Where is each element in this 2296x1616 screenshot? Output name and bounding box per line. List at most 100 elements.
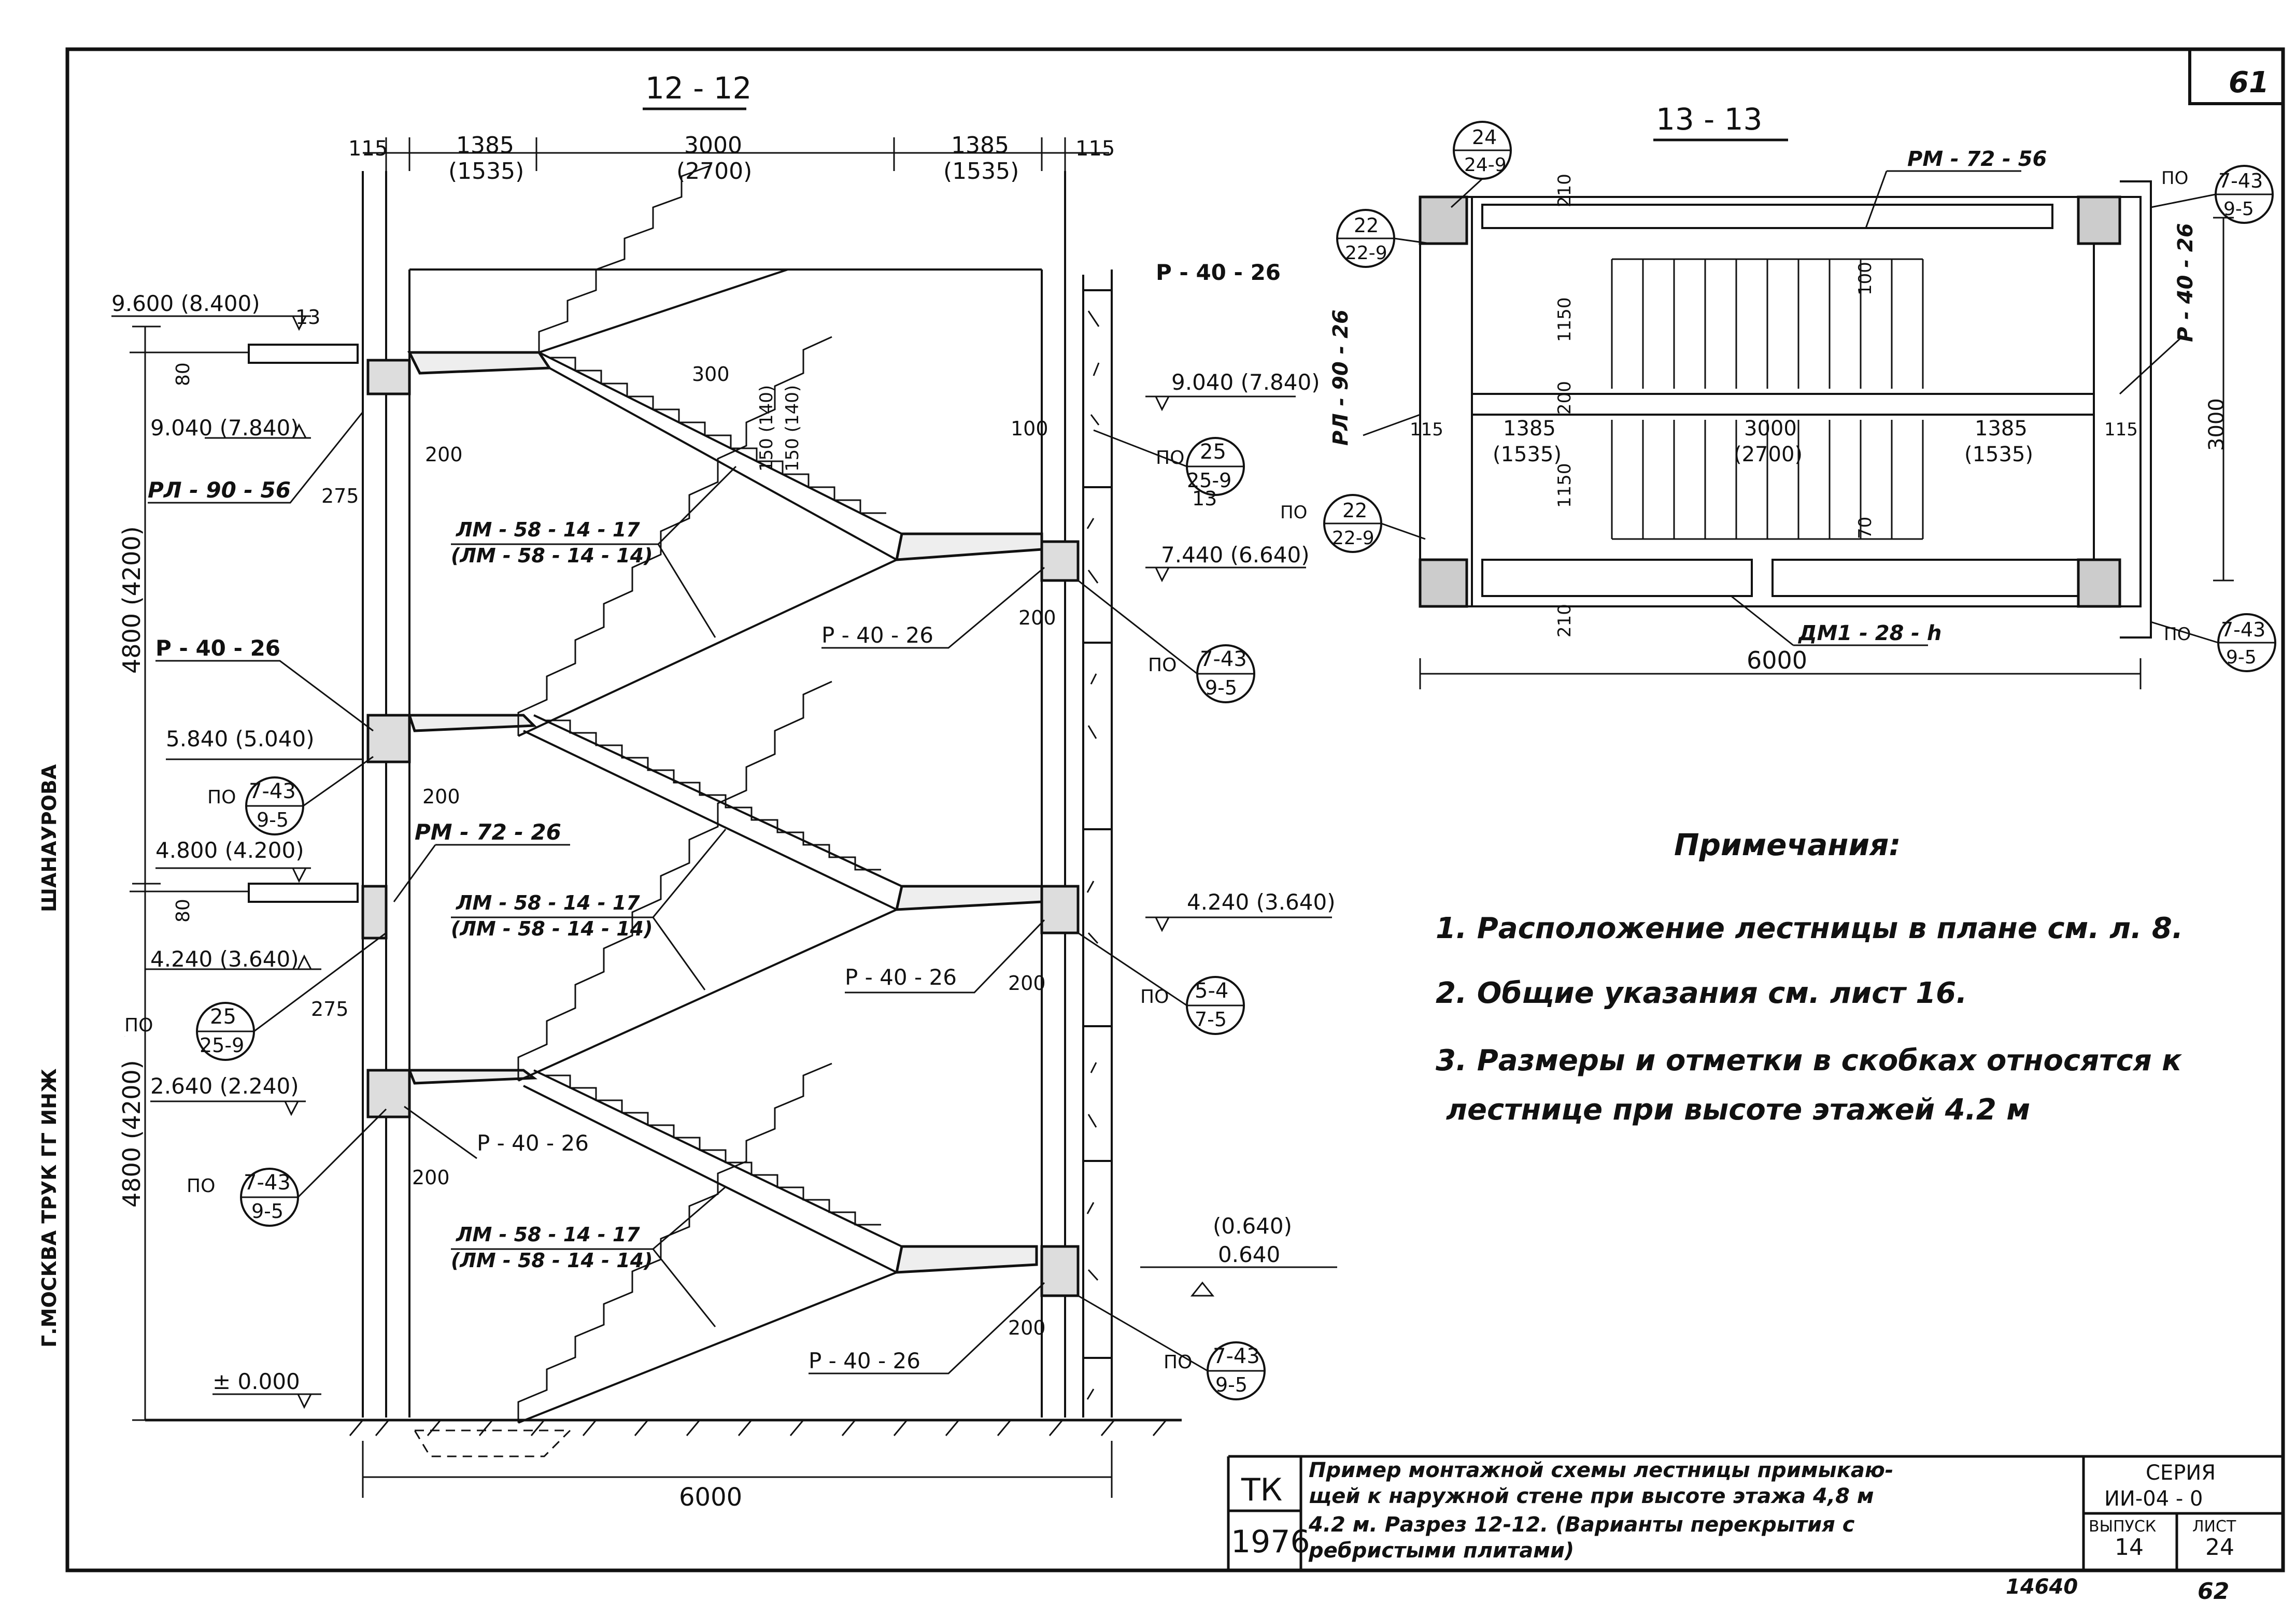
series-label: СЕРИЯ [2146,1461,2216,1485]
dim-1535-left: (1535) [448,158,524,185]
plan-dim-1150-bottom: 1150 [1554,463,1575,508]
plan-dim-115-left: 115 [1410,419,1443,440]
dim-200-d: 200 [1018,606,1056,629]
plan-dim-1535-left: (1535) [1493,443,1562,466]
series-value: ИИ-04 - 0 [2104,1487,2203,1511]
plan-dim-210-bottom: 210 [1554,604,1575,637]
plan-dim-3000-vertical: 3000 [2205,398,2229,451]
dim-1385-left: 1385 [456,132,514,159]
svg-text:24-9: 24-9 [1464,154,1507,176]
svg-text:9-5: 9-5 [251,1200,284,1223]
svg-text:22-9: 22-9 [1332,528,1374,549]
label-r-40-26-bottom: Р - 40 - 26 [809,1348,920,1373]
callout-7-43-9-5-right-upper: ПО 7-43 9-5 [1078,579,1255,703]
svg-text:25: 25 [1200,440,1226,464]
callout-7-43-9-5-left-upper: ПО 7-43 9-5 [207,756,374,835]
dim-150-b: 150 (140) [782,385,803,472]
label-dm1-28-h: ДМ1 - 28 - h [1797,621,1941,645]
level-2640: 2.640 (2.240) [150,1073,299,1099]
left-level-marks: 9.600 (8.400) 9.040 (7.840) 5.840 (5.040… [111,291,363,1409]
label-r-40-26-middle: Р - 40 - 26 [845,965,957,990]
note-1: 1. Расположение лестницы в плане см. л. … [1436,912,2183,945]
sheet-label: ЛИСТ [2192,1518,2236,1536]
dim-80-lower: 80 [173,899,194,923]
right-level-7440: 7.440 (6.640) [1161,542,1310,568]
plan-dim-3000: 3000 [1744,417,1797,441]
plan-dim-210-top: 210 [1554,174,1575,207]
svg-text:7-43: 7-43 [1200,647,1247,671]
label-r-40-26-plan: Р - 40 - 26 [2174,223,2198,342]
level-4800: 4.800 (4.200) [155,838,304,863]
plan-dim-1385-right: 1385 [1975,417,2028,441]
svg-text:22: 22 [1342,499,1367,522]
side-signature: ШАНАУРОВА [38,764,61,912]
plan-dim-100: 100 [1855,262,1876,295]
callout-22-22-9-bottom: ПО 22 22-9 [1280,494,1426,553]
label-lm-middle-b: (ЛМ - 58 - 14 - 14) [451,917,653,940]
dim-200-f: 200 [1008,1316,1046,1339]
note-3: 3. Размеры и отметки в скобках относятся… [1436,1044,2182,1078]
plan-dim-1150-top: 1150 [1554,297,1575,342]
callout-25-25-9-top: ПО 25 25-9 [1093,429,1245,496]
level-5840: 5.840 (5.040) [166,726,315,752]
dim-300: 300 [692,363,730,386]
svg-text:25-9: 25-9 [200,1034,244,1057]
dim-13-top: 13 [295,306,320,329]
svg-text:7-43: 7-43 [1213,1344,1260,1368]
title-line-1: Пример монтажной схемы лестницы примыкаю… [1309,1458,1893,1482]
svg-text:ПО: ПО [1280,502,1307,523]
callout-7-43-9-5-right-lower: ПО 7-43 9-5 [1078,1295,1266,1400]
svg-text:25: 25 [210,1005,236,1029]
section-13-13: 13 - 13 РМ - 72 - 56 РЛ - 90 - 26 Р - 40… [1280,102,2276,689]
label-lm-middle-a: ЛМ - 58 - 14 - 17 [456,891,640,914]
svg-text:ПО: ПО [207,787,236,808]
svg-text:9-5: 9-5 [1205,676,1237,699]
svg-text:ПО: ПО [1140,986,1169,1008]
callout-7-43-9-5-extra: ПО 7-43 9-5 [0,0,125,1037]
plan-dim-115-right: 115 [2104,419,2138,440]
title-line-4: ребристыми плитами) [1308,1539,1574,1563]
svg-text:7-5: 7-5 [1195,1008,1227,1031]
dim-275-b: 275 [311,998,349,1020]
label-lm-upper-a: ЛМ - 58 - 14 - 17 [456,518,640,541]
svg-text:9-5: 9-5 [257,809,289,831]
issue-label: ВЫПУСК [2089,1518,2156,1536]
label-rl-90-26: РЛ - 90 - 26 [1329,309,1353,446]
bottom-right-number: 62 [2198,1578,2229,1605]
label-lm-lower-a: ЛМ - 58 - 14 - 17 [456,1223,640,1246]
svg-text:ПО: ПО [1156,447,1184,469]
dim-1385-right: 1385 [951,132,1009,159]
right-level-9040: 9.040 (7.840) [1171,370,1320,395]
level-4240: 4.240 (3.640) [150,946,299,972]
title-line-3: 4.2 м. Разрез 12-12. (Варианты перекрыти… [1308,1513,1855,1537]
svg-text:7-43: 7-43 [0,0,2,1]
svg-text:7-43: 7-43 [2218,169,2263,192]
dim-100: 100 [1011,417,1048,440]
plan-dim-2700: (2700) [1734,443,1803,466]
svg-text:ПО: ПО [2161,168,2188,189]
page-number-box [2188,49,2283,105]
right-level-marks: 9.040 (7.840) 7.440 (6.640) 4.240 (3.640… [1140,370,1337,1297]
page-number: 61 [2229,66,2269,100]
callout-7-43-9-5-plan-top: ПО 7-43 9-5 [2150,165,2274,224]
svg-text:5-4: 5-4 [1195,979,1228,1003]
plan-dim-1535-right: (1535) [1964,443,2033,466]
title-block: ТК 1976 Пример монтажной схемы лестницы … [1227,1455,2283,1570]
title-block-year: 1976 [1231,1524,1310,1560]
archive-number: 14640 [2006,1575,2078,1599]
label-r-40-26-lower-left: Р - 40 - 26 [477,1130,589,1156]
dim-13-right: 13 [1192,487,1217,510]
label-lm-lower-b: (ЛМ - 58 - 14 - 14) [451,1249,653,1272]
svg-text:ПО: ПО [1148,655,1177,676]
label-rm-72-26: РМ - 72 - 26 [415,819,561,845]
dim-200-e: 200 [1008,972,1046,995]
svg-text:22-9: 22-9 [1345,243,1387,264]
label-rm-72-56: РМ - 72 - 56 [1907,147,2047,171]
callout-5-4-7-5: ПО 5-4 7-5 [1078,932,1245,1035]
plan-dim-1385-left: 1385 [1503,417,1556,441]
svg-text:7-43: 7-43 [244,1171,291,1195]
svg-text:7-43: 7-43 [249,779,296,803]
svg-text:25-9: 25-9 [1187,469,1231,492]
note-2: 2. Общие указания см. лист 16. [1436,976,1967,1010]
